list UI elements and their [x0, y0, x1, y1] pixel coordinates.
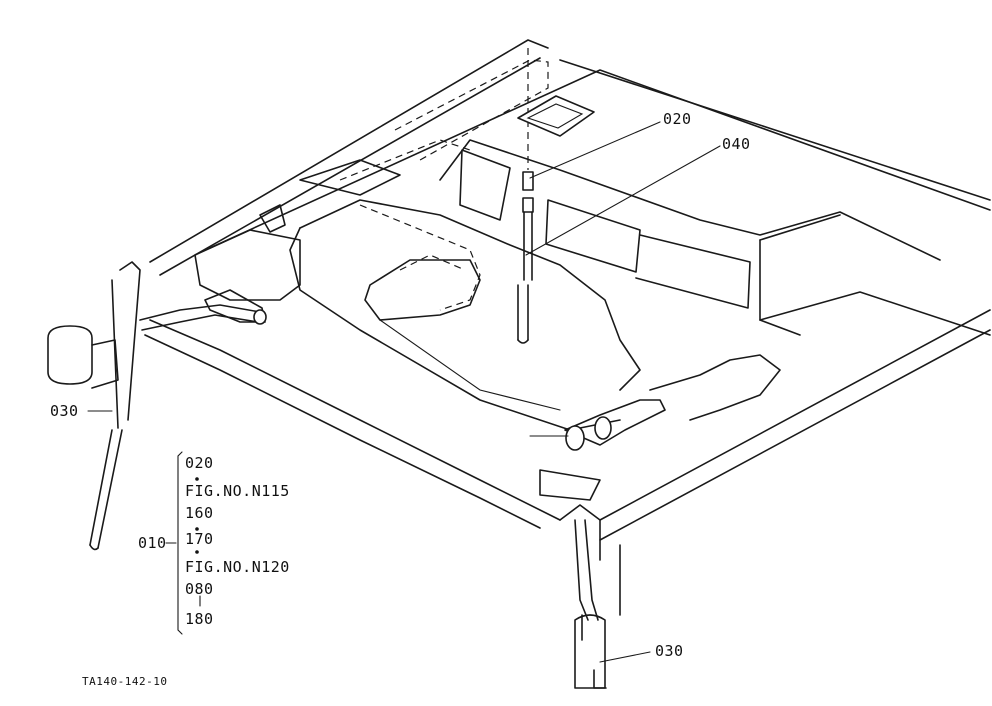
left-pipe-030 [89, 261, 267, 551]
bracket-plate [517, 95, 595, 137]
legend-item-1: 020 [185, 454, 214, 472]
fuel-tank [289, 199, 641, 431]
drawing-code: TA140-142-10 [82, 675, 168, 688]
legend-item-3: 160 [185, 504, 214, 522]
left-seat-block [194, 159, 401, 323]
front-frame-rail [144, 309, 991, 616]
rear-console [439, 139, 991, 336]
legend-item-7: 180 [185, 610, 214, 628]
center-pipe [517, 171, 534, 344]
pump-assembly [539, 354, 781, 501]
legend-item-4: 170 [185, 530, 214, 548]
legend-item-5: FIG.NO.N120 [185, 558, 290, 576]
legend-assembly: 010 [138, 534, 167, 552]
legend-bracket [165, 451, 201, 635]
callout-030-left: 030 [50, 402, 79, 420]
legend-item-2: FIG.NO.N115 [185, 482, 290, 500]
upper-frame-rail [149, 39, 991, 276]
callout-020: 020 [663, 110, 692, 128]
right-pipe-030 [574, 519, 607, 689]
callout-030-right: 030 [655, 642, 684, 660]
legend-item-6: 080 [185, 580, 214, 598]
hidden-lines [339, 48, 549, 311]
leader-lines [87, 121, 721, 663]
callout-040: 040 [722, 135, 751, 153]
left-cylinder [47, 325, 119, 389]
